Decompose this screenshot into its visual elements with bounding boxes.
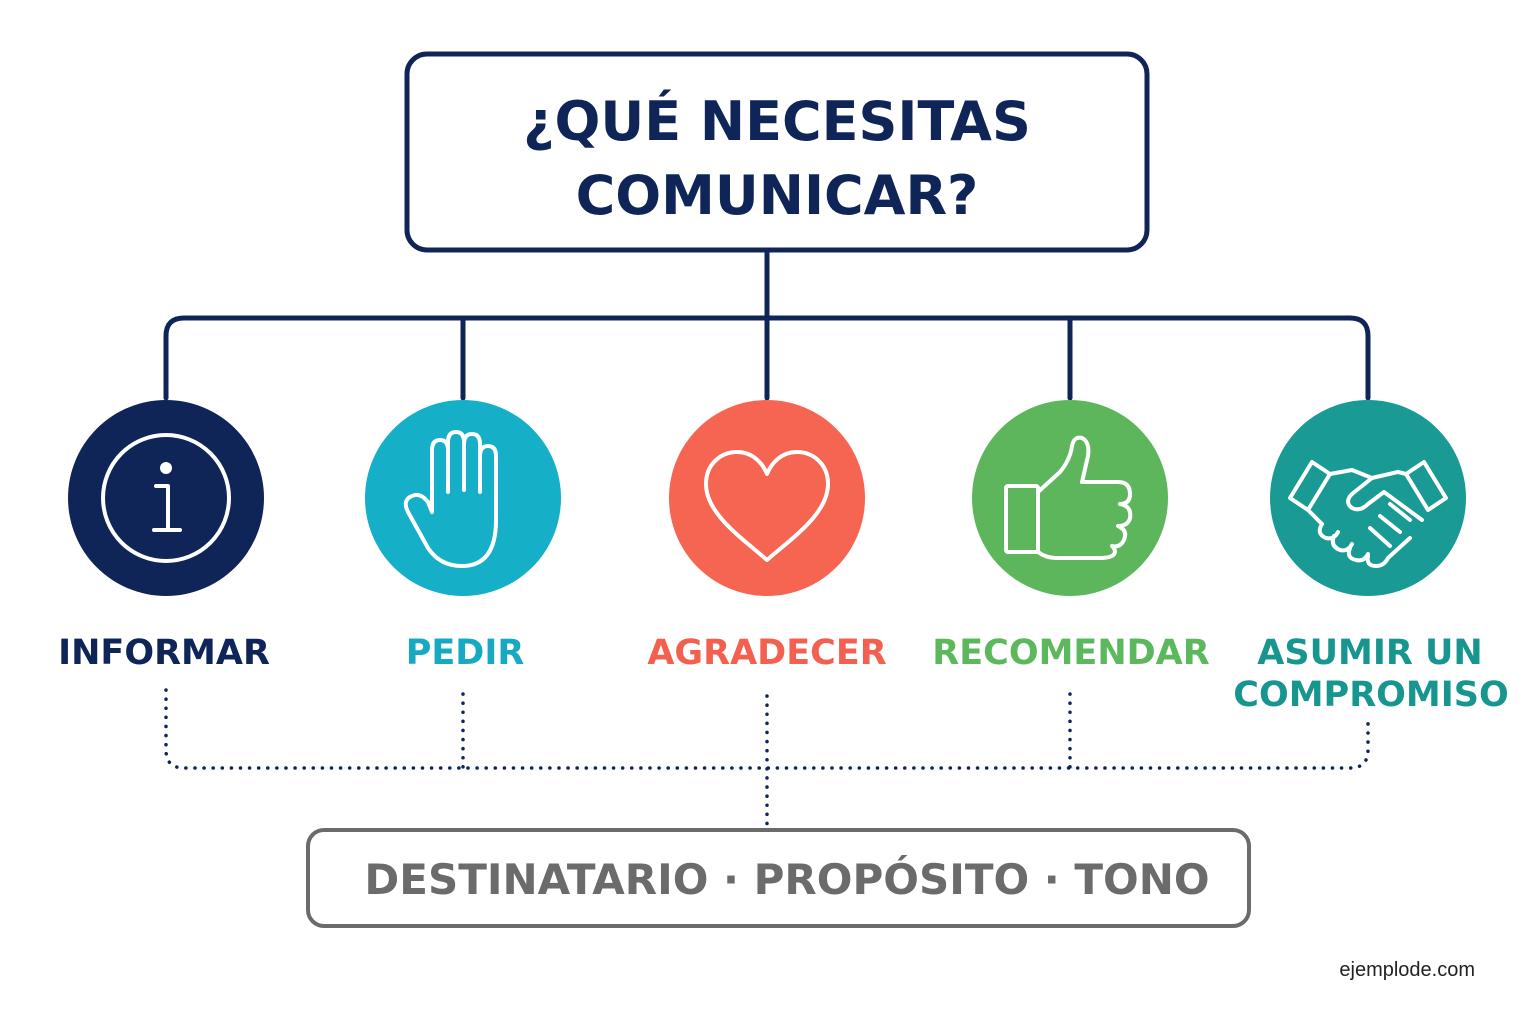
pedir-circle — [365, 400, 561, 596]
label-pedir: PEDIR — [406, 633, 525, 673]
handshake-icon — [1288, 460, 1448, 568]
dotted-bracket — [164, 688, 1370, 770]
agradecer-circle — [669, 400, 865, 596]
compromiso-circle — [1270, 400, 1466, 596]
info-icon — [101, 433, 231, 563]
label-compromiso-line-1: ASUMIR UN — [1257, 633, 1482, 673]
source-credit: ejemplode.com — [1339, 959, 1475, 981]
label-compromiso-line-2: COMPROMISO — [1233, 675, 1508, 715]
item-informar: INFORMAR — [58, 400, 270, 673]
item-compromiso: ASUMIR UN COMPROMISO — [1233, 400, 1509, 715]
label-informar: INFORMAR — [58, 633, 270, 673]
label-recomendar: RECOMENDAR — [932, 633, 1209, 673]
bottom-criteria-text: DESTINATARIO · PROPÓSITO · TONO — [364, 854, 1209, 904]
bottom-box — [306, 828, 1251, 928]
label-agradecer: AGRADECER — [647, 633, 886, 673]
title-line-1: ¿QUÉ NECESITAS — [523, 90, 1031, 153]
item-recomendar: RECOMENDAR — [932, 400, 1210, 673]
title-box — [404, 51, 1150, 253]
raised-hand-icon — [403, 430, 498, 568]
recomendar-circle — [972, 400, 1168, 596]
tree-connectors — [163, 247, 1371, 401]
item-agradecer: AGRADECER — [647, 400, 887, 673]
title-line-2: COMUNICAR? — [576, 164, 979, 227]
item-pedir: PEDIR — [365, 400, 561, 673]
thumbs-up-icon — [1004, 435, 1133, 560]
dotted-connectors — [164, 688, 1370, 830]
heart-icon — [704, 450, 830, 562]
